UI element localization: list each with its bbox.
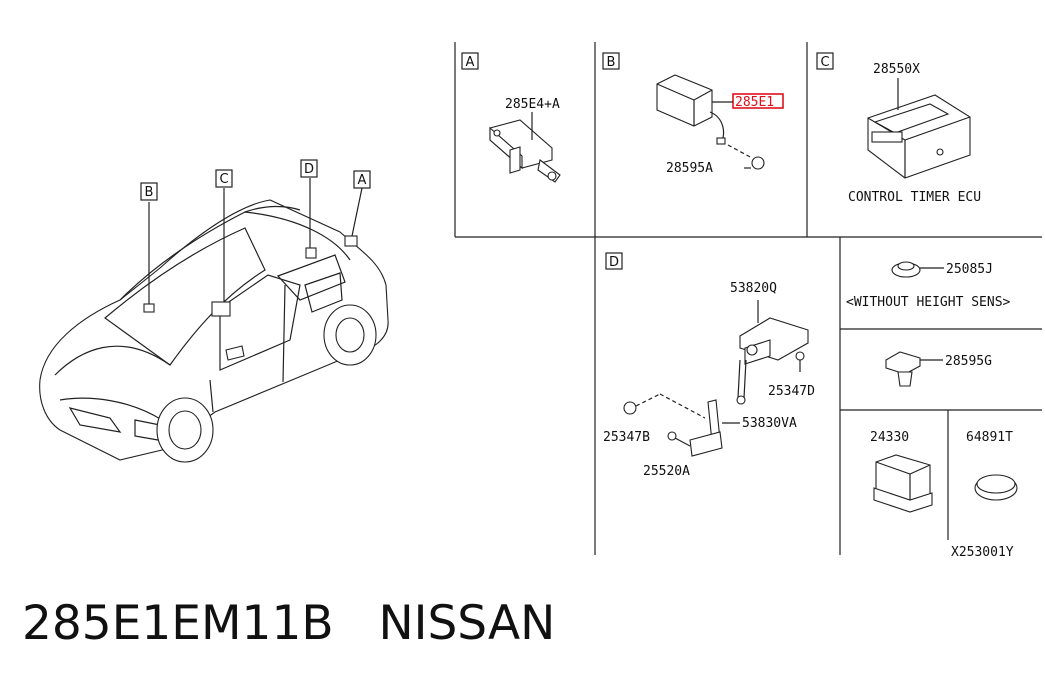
svg-text:A: A [358, 173, 367, 188]
relay-bracket-part[interactable] [489, 112, 561, 183]
svg-text:A: A [466, 55, 475, 70]
part-label-25085j: 25085J [946, 262, 993, 277]
part-label-64891t: 64891T [966, 430, 1013, 445]
panel-grid [454, 42, 1042, 555]
bolt-25520a-part[interactable] [667, 431, 691, 447]
part-label-24330: 24330 [870, 430, 909, 445]
part-number-footer: 285E1EM11B NISSAN [22, 596, 555, 651]
section-label-b: B [602, 52, 620, 70]
plug-64891t-part[interactable] [974, 474, 1018, 501]
car-callout-d: D [300, 159, 318, 178]
clip-note: <WITHOUT HEIGHT SENS> [846, 295, 1011, 310]
part-label-285e4a: 285E4+A [505, 97, 560, 112]
car-illustration [39, 178, 389, 463]
bolt-25347d-part[interactable] [795, 351, 805, 372]
relay-24330-part[interactable] [873, 454, 933, 513]
car-callout-a: A [353, 170, 371, 189]
part-label-28550x: 28550X [873, 62, 920, 77]
part-label-53820q: 53820Q [730, 281, 777, 296]
svg-text:B: B [145, 185, 154, 200]
screw-28595a-part[interactable] [727, 144, 765, 170]
svg-text:D: D [304, 162, 314, 177]
footer-brand: NISSAN [378, 596, 556, 651]
part-label-285e1[interactable]: 285E1 [735, 95, 774, 110]
svg-text:C: C [820, 55, 829, 70]
section-label-d: D [605, 252, 623, 270]
car-callout-c: C [215, 169, 233, 188]
nut-25347b-part[interactable] [623, 393, 706, 419]
section-label-c: C [816, 52, 834, 70]
part-label-25347b: 25347B [603, 430, 650, 445]
part-label-53830va: 53830VA [742, 416, 797, 431]
highlight-box [732, 93, 784, 109]
ecu-caption: CONTROL TIMER ECU [848, 190, 981, 205]
part-label-25520a: 25520A [643, 464, 690, 479]
part-label-28595g: 28595G [945, 354, 992, 369]
part-label-25347d: 25347D [768, 384, 815, 399]
height-sensor-part[interactable] [689, 300, 809, 457]
diagram-id: X253001Y [951, 545, 1014, 560]
svg-text:D: D [609, 255, 619, 270]
car-callout-b: B [140, 182, 158, 201]
footer-part-number: 285E1EM11B [22, 596, 334, 651]
bolt-28595g-part[interactable] [885, 351, 943, 387]
module-285e1-part[interactable] [656, 74, 726, 145]
section-label-a: A [461, 52, 479, 70]
svg-text:C: C [219, 172, 228, 187]
clip-25085j-part[interactable] [891, 261, 944, 278]
part-label-28595a: 28595A [666, 161, 713, 176]
svg-text:B: B [607, 55, 616, 70]
control-timer-ecu-part[interactable] [867, 78, 971, 179]
